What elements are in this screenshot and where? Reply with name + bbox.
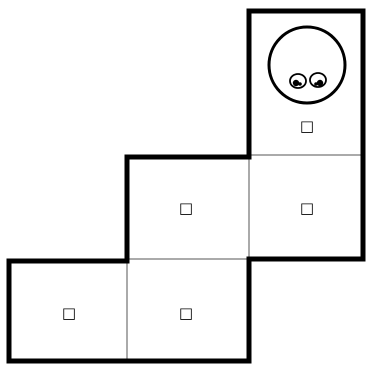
cell-r2c2[interactable]: □ [129, 159, 247, 257]
cell-r3c2[interactable]: □ [129, 261, 247, 359]
right-eye [310, 73, 326, 87]
cell-marker: □ [300, 117, 314, 135]
left-eye [290, 74, 306, 88]
cell-marker: □ [179, 304, 193, 322]
face-with-eyes-icon [269, 27, 345, 103]
cell-marker: □ [62, 304, 76, 322]
cell-marker: □ [179, 199, 193, 217]
cell-marker: □ [300, 199, 314, 217]
cell-r3c1[interactable]: □ [11, 263, 125, 359]
cell-r2c3[interactable]: □ [251, 157, 361, 257]
